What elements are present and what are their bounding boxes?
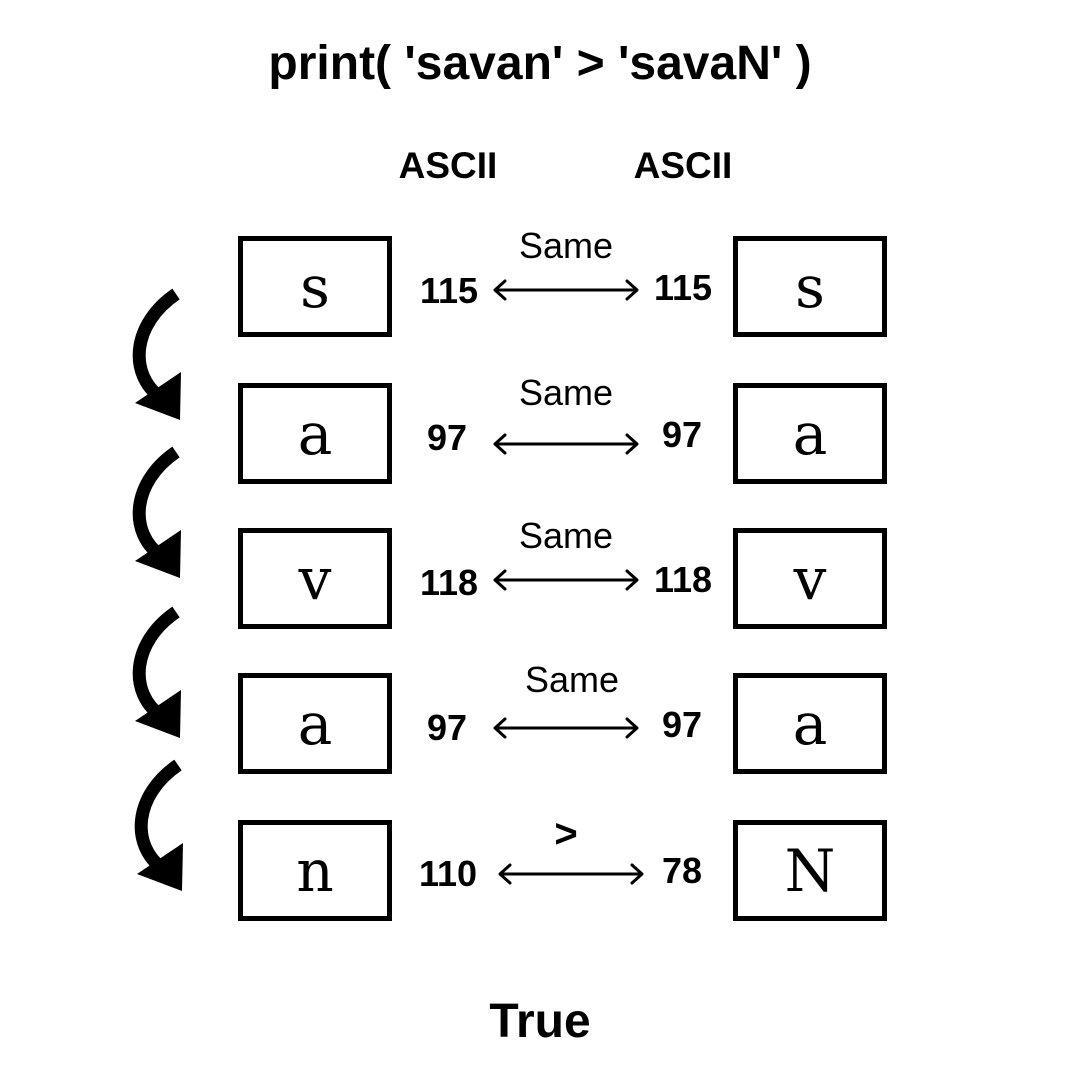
comparison-row-5: n 110 > 78 N (0, 814, 1080, 930)
relation-label: Same (518, 225, 614, 266)
comparison-row-3: v 118 Same 118 v (0, 516, 1080, 638)
left-char-box: v (238, 528, 392, 629)
left-char-box: a (238, 673, 392, 774)
right-ascii-code: 97 (661, 414, 703, 455)
relation-label: Same (518, 515, 614, 556)
right-ascii-code: 115 (653, 267, 713, 308)
right-ascii-code: 118 (653, 559, 713, 600)
right-char-box: s (733, 236, 887, 337)
curved-down-arrow-icon (132, 606, 181, 738)
relation-label: Same (524, 659, 620, 700)
left-char-box: s (238, 236, 392, 337)
right-char-box: a (733, 383, 887, 484)
right-ascii-code: 97 (661, 704, 703, 745)
curved-down-arrow-icon (132, 446, 181, 578)
left-ascii-code: 115 (419, 270, 479, 311)
relation-label: Same (518, 372, 614, 413)
curved-down-arrow-icon (132, 288, 181, 420)
comparison-row-1: s 115 Same 115 s (0, 226, 1080, 346)
left-char-box: a (238, 383, 392, 484)
right-char-box: N (733, 820, 887, 921)
right-char-box: v (733, 528, 887, 629)
result-text: True (489, 995, 591, 1048)
double-arrow (493, 717, 639, 739)
diagram-title: print( 'savan' > 'savaN' ) (268, 37, 812, 90)
left-ascii-code: 118 (419, 562, 479, 603)
double-arrow (493, 279, 639, 301)
right-char-box: a (733, 673, 887, 774)
left-ascii-code: 97 (426, 707, 468, 748)
left-ascii-code: 110 (418, 853, 478, 894)
left-char-box: n (238, 820, 392, 921)
right-ascii-code: 78 (661, 850, 703, 891)
left-ascii-header: ASCII (398, 145, 498, 186)
relation-label: > (554, 812, 578, 856)
comparison-row-2: a 97 Same 97 a (0, 373, 1080, 493)
double-arrow (493, 433, 639, 455)
curved-down-arrow-icon (134, 759, 183, 891)
double-arrow (493, 569, 639, 591)
right-ascii-header: ASCII (633, 145, 733, 186)
left-ascii-code: 97 (426, 417, 468, 458)
double-arrow (498, 863, 644, 885)
comparison-row-4: a 97 Same 97 a (0, 660, 1080, 783)
